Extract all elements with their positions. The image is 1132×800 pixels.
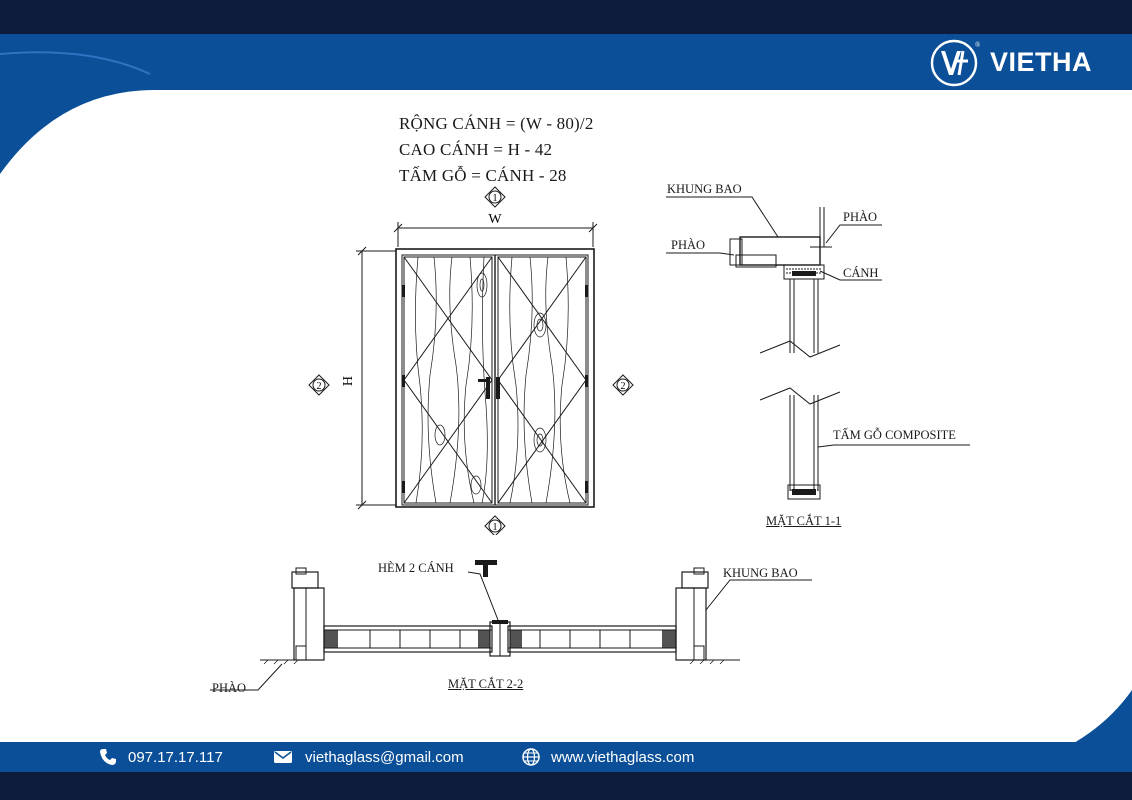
contact-phone[interactable]: 097.17.17.117 xyxy=(98,742,223,772)
phone-number: 097.17.17.117 xyxy=(128,748,223,766)
section-marker-right xyxy=(612,374,634,396)
leaf-top-profile xyxy=(783,264,825,280)
leader-frame-2-2 xyxy=(705,579,812,611)
section-mark-bottom-text: 1 xyxy=(493,522,498,533)
door-frame xyxy=(395,248,595,508)
rebate-profile-icon xyxy=(475,560,497,577)
left-jamb-frame xyxy=(293,587,325,661)
email-address: viethaglass@gmail.com xyxy=(305,748,464,766)
label-trim-left-1-1: PHÀO xyxy=(671,238,706,252)
globe-icon xyxy=(522,748,540,766)
label-trim-right-1-1: PHÀO xyxy=(843,210,878,224)
break-line-upper xyxy=(759,340,841,358)
section-2-2-drawing xyxy=(210,560,812,691)
section-marker-bottom xyxy=(484,515,506,535)
contact-email[interactable]: viethaglass@gmail.com xyxy=(273,742,464,772)
bottom-bar xyxy=(0,772,1132,800)
leader-leaf xyxy=(819,270,882,281)
leader-panel xyxy=(817,444,970,448)
section-mark-left-text: 2 xyxy=(317,381,322,392)
section-marker-left xyxy=(308,374,330,396)
email-icon xyxy=(274,751,292,763)
wood-grain xyxy=(415,256,571,504)
leader-trim-left xyxy=(666,252,735,256)
registered-mark: ® xyxy=(975,41,981,49)
label-trim-2-2: PHÀO xyxy=(212,681,247,695)
leader-rebate-2-2 xyxy=(467,571,499,621)
door-elevation-drawing: 1 1 2 2 W H xyxy=(308,186,634,535)
phone-icon xyxy=(100,749,116,765)
section-1-1-drawing xyxy=(666,196,970,500)
break-line-lower xyxy=(759,387,841,405)
right-jamb-frame xyxy=(675,587,707,661)
section-mark-top-text: 1 xyxy=(493,193,498,204)
vietha-logo-icon: ® xyxy=(930,39,981,87)
brand-logo: ® VIETHA xyxy=(928,38,1092,87)
door-leaf-right xyxy=(497,256,587,504)
footer-bar xyxy=(0,742,1132,772)
brand-name: VIETHA xyxy=(989,46,1092,77)
hinges xyxy=(402,285,588,493)
leaf-left-pattern xyxy=(403,256,493,504)
top-bar xyxy=(0,0,1132,34)
label-panel-1-1: TẤM GỖ COMPOSITE xyxy=(833,428,956,442)
formula-wood-panel: TẤM GỖ = CÁNH - 28 xyxy=(399,166,567,185)
head-frame-profile xyxy=(739,236,821,266)
label-frame-2-2: KHUNG BAO xyxy=(723,566,798,580)
label-rebate-2-2: HÈM 2 CÁNH xyxy=(378,561,454,575)
leader-frame xyxy=(666,196,779,238)
door-handle xyxy=(478,377,500,399)
width-label: W xyxy=(488,212,502,227)
formula-leaf-width: RỘNG CÁNH = (W - 80)/2 xyxy=(399,114,594,133)
leader-trim-right xyxy=(825,224,882,244)
contact-website[interactable]: www.viethaglass.com xyxy=(521,742,694,772)
leaf-bottom-profile xyxy=(787,484,821,500)
formula-leaf-height: CAO CÁNH = H - 42 xyxy=(399,140,553,159)
website-url: www.viethaglass.com xyxy=(551,748,695,766)
leader-trim-2-2 xyxy=(210,663,283,691)
label-leaf-1-1: CÁNH xyxy=(843,266,879,280)
leaf-right-pattern xyxy=(497,256,587,504)
section-2-2-title: MẶT CẮT 2-2 xyxy=(448,677,524,691)
height-label: H xyxy=(341,376,356,386)
section-mark-right-text: 2 xyxy=(621,381,626,392)
corner-swoosh-top-left xyxy=(0,34,155,174)
label-frame-1-1: KHUNG BAO xyxy=(667,182,742,196)
section-marker-top xyxy=(484,186,506,208)
section-1-1-title: MẶT CẮT 1-1 xyxy=(766,514,842,528)
